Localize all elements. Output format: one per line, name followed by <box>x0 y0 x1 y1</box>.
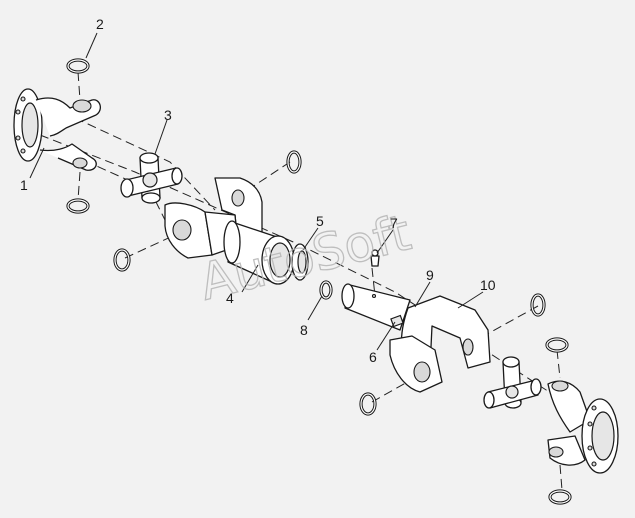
callout-10: 10 <box>480 277 496 293</box>
shaft-seal <box>291 243 309 281</box>
grease-nipple <box>370 249 380 267</box>
snap-ring-upper-left <box>66 58 90 74</box>
right-universal-joint-cross <box>483 356 542 409</box>
callout-9: 9 <box>426 267 434 283</box>
callout-1: 1 <box>20 177 28 193</box>
snap-ring-middle-lower <box>113 248 131 272</box>
callout-leader-lines <box>29 32 484 351</box>
left-flange-yoke <box>13 88 102 171</box>
callout-2: 2 <box>96 16 104 32</box>
callout-5: 5 <box>316 213 324 229</box>
callout-8: 8 <box>300 322 308 338</box>
callout-6: 6 <box>369 349 377 365</box>
snap-ring-lower-left <box>66 198 90 214</box>
snap-ring-middle-upper <box>286 150 302 174</box>
callout-7: 7 <box>390 215 398 231</box>
snap-ring-right-upper <box>530 293 546 317</box>
left-universal-joint-cross <box>120 152 183 204</box>
right-flange-yoke <box>547 380 619 474</box>
callout-4: 4 <box>226 290 234 306</box>
snap-ring-far-right-lower <box>548 489 572 505</box>
right-slip-yoke <box>389 295 491 393</box>
snap-ring-far-right-upper <box>545 337 569 353</box>
middle-slip-yoke <box>164 177 295 285</box>
o-ring <box>319 280 333 300</box>
snap-ring-right-lower <box>359 392 377 416</box>
callout-3: 3 <box>164 107 172 123</box>
